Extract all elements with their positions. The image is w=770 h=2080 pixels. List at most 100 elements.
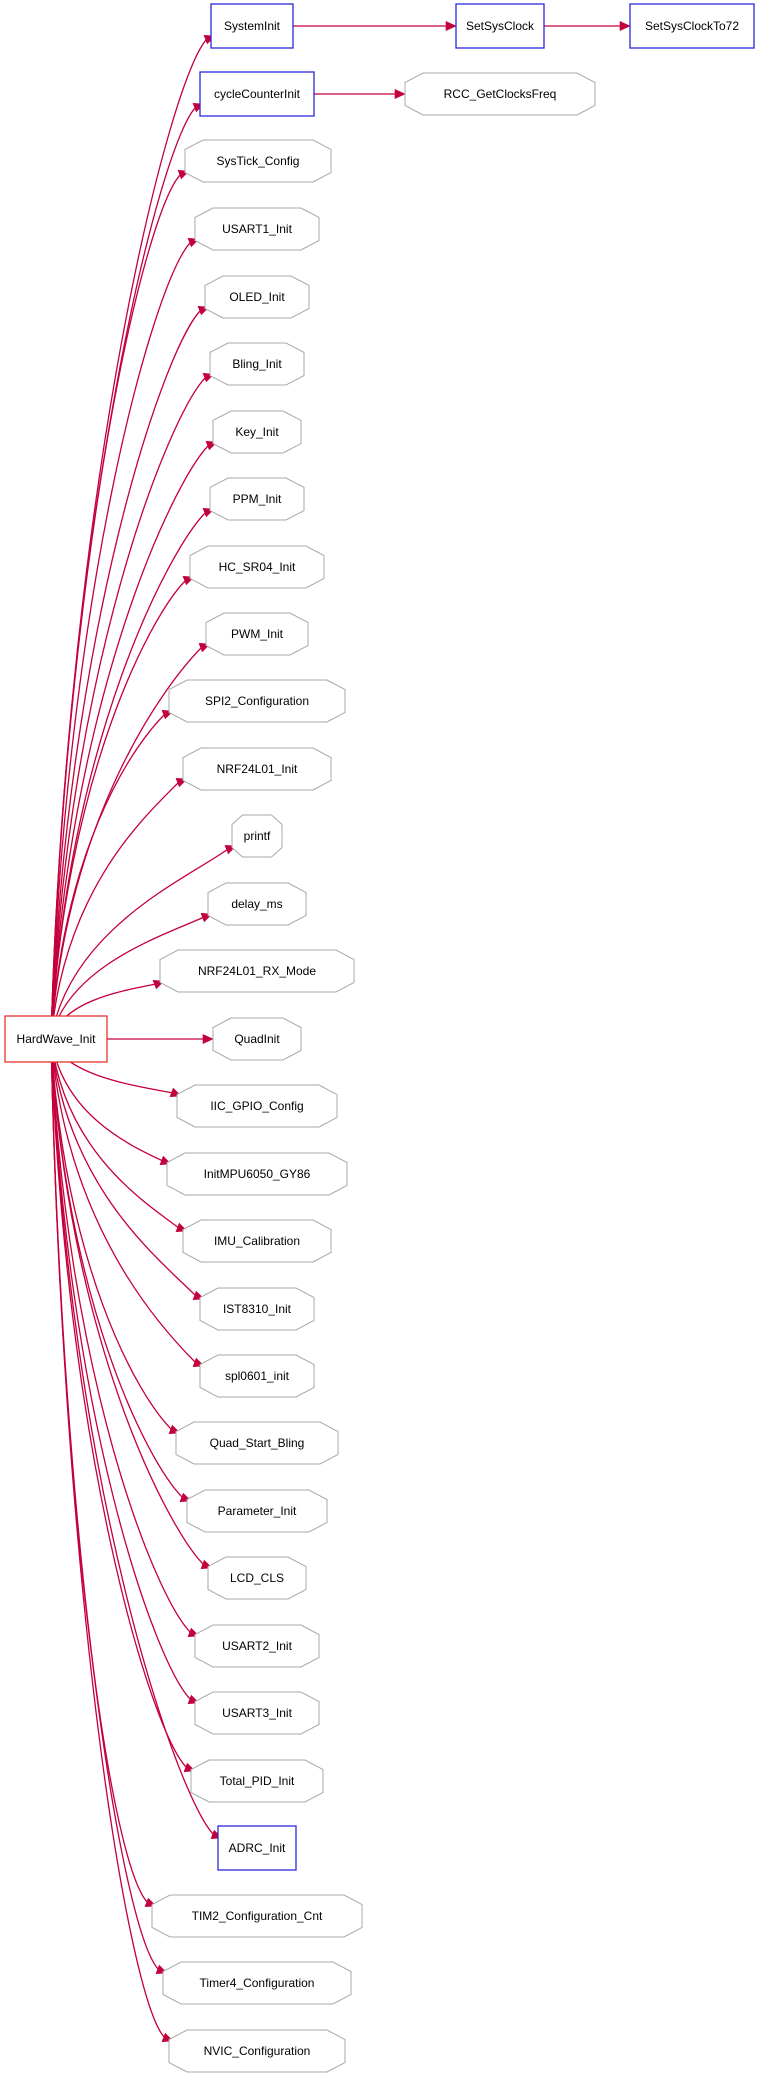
octagon-shape [176, 1084, 338, 1128]
node-label: USART2_Init [222, 1639, 292, 1653]
edge-root-n28 [50, 1038, 192, 1634]
node-label: RCC_GetClocksFreq [444, 87, 557, 101]
edge-root-n34 [50, 1038, 166, 2039]
edge-root-n13 [50, 646, 203, 1040]
node-usart2-init: USART2_Init [194, 1624, 320, 1668]
node-label: IIC_GPIO_Config [210, 1099, 303, 1113]
node-label: Parameter_Init [218, 1504, 297, 1518]
node-bling-init: Bling_Init [209, 342, 305, 386]
node-label: IMU_Calibration [214, 1234, 300, 1248]
edge-root-n23 [50, 1038, 197, 1297]
node-label: cycleCounterInit [214, 87, 301, 101]
node-label: OLED_Init [229, 290, 285, 304]
edge-root-n25 [50, 1038, 173, 1431]
node-spi2-configuration: SPI2_Configuration [168, 679, 346, 723]
node-label: USART3_Init [222, 1706, 292, 1720]
node-ist8310-init: IST8310_Init [199, 1287, 315, 1331]
edge-root-n31 [50, 1038, 215, 1836]
node-hc-sr04-init: HC_SR04_Init [189, 545, 325, 589]
node-label: IST8310_Init [223, 1302, 292, 1316]
node-systeminit[interactable]: SystemInit [210, 3, 294, 49]
edge-root-n27 [50, 1038, 205, 1566]
node-label: ADRC_Init [229, 1841, 286, 1855]
node-nrf24l01-init: NRF24L01_Init [182, 747, 332, 791]
node-hardwave-init[interactable]: HardWave_Init [4, 1015, 108, 1063]
octagon-shape [231, 814, 283, 858]
node-label: HardWave_Init [17, 1032, 97, 1046]
box-shape [199, 71, 315, 117]
edge-root-n1 [50, 38, 208, 1040]
node-timer4-configuration: Timer4_Configuration [162, 1961, 352, 2005]
node-label: Timer4_Configuration [200, 1976, 315, 1990]
edge-root-n33 [50, 1038, 160, 1971]
node-tim2-configuration-cnt: TIM2_Configuration_Cnt [151, 1894, 363, 1938]
arrowhead-root-n19 [202, 1034, 214, 1044]
octagon-shape [194, 1691, 320, 1735]
octagon-shape [162, 1961, 352, 2005]
edge-root-n8 [50, 309, 202, 1040]
node-label: SetSysClock [466, 19, 535, 33]
octagon-shape [199, 1287, 315, 1331]
octagon-shape [182, 1219, 332, 1263]
node-quad-start-bling: Quad_Start_Bling [175, 1421, 339, 1465]
node-setsysclockto72[interactable]: SetSysClockTo72 [629, 3, 755, 49]
node-label: InitMPU6050_GY86 [204, 1167, 311, 1181]
octagon-shape [175, 1421, 339, 1465]
node-spl0601-init: spl0601_init [199, 1354, 315, 1398]
node-key-init: Key_Init [212, 410, 302, 454]
octagon-shape [184, 139, 332, 183]
edge-root-n15 [50, 781, 180, 1040]
node-total-pid-init: Total_PID_Init [190, 1759, 324, 1803]
octagon-shape [404, 72, 596, 116]
arrowhead-n4-n5 [394, 89, 406, 99]
edge-root-n6 [50, 173, 182, 1040]
octagon-shape [190, 1759, 324, 1803]
node-setsysclock[interactable]: SetSysClock [455, 3, 545, 49]
edge-root-n22 [50, 1038, 180, 1229]
octagon-shape [194, 207, 320, 251]
node-label: PPM_Init [233, 492, 282, 506]
octagon-shape [209, 477, 305, 521]
octagon-shape [207, 1556, 307, 1600]
node-imu-calibration: IMU_Calibration [182, 1219, 332, 1263]
octagon-shape [168, 679, 346, 723]
nodes-layer: HardWave_Init SystemInit SetSysClock SetSys… [4, 3, 755, 2073]
node-usart3-init: USART3_Init [194, 1691, 320, 1735]
node-nvic-configuration: NVIC_Configuration [168, 2029, 346, 2073]
box-shape [210, 3, 294, 49]
node-label: SysTick_Config [217, 154, 300, 168]
edge-root-n10 [50, 444, 210, 1040]
node-quadinit: QuadInit [212, 1017, 302, 1061]
node-label: QuadInit [234, 1032, 280, 1046]
edge-root-n7 [50, 241, 192, 1040]
node-label: spl0601_init [225, 1369, 290, 1383]
node-label: Quad_Start_Bling [210, 1436, 305, 1450]
node-cyclecounterinit[interactable]: cycleCounterInit [199, 71, 315, 117]
octagon-shape [151, 1894, 363, 1938]
edge-root-n16 [50, 848, 229, 1040]
edge-root-n24 [50, 1038, 197, 1364]
octagon-shape [186, 1489, 328, 1533]
arrowhead-n2-n3 [619, 21, 631, 31]
node-printf: printf [231, 814, 283, 858]
octagon-shape [182, 747, 332, 791]
node-label: TIM2_Configuration_Cnt [192, 1909, 323, 1923]
node-label: PWM_Init [231, 627, 284, 641]
octagon-shape [209, 342, 305, 386]
octagon-shape [166, 1152, 348, 1196]
octagon-shape [207, 882, 307, 926]
node-ppm-init: PPM_Init [209, 477, 305, 521]
node-pwm-init: PWM_Init [205, 612, 309, 656]
edges-layer [50, 21, 631, 2043]
node-adrc-init[interactable]: ADRC_Init [217, 1825, 297, 1871]
octagon-shape [189, 545, 325, 589]
octagon-shape [205, 612, 309, 656]
node-label: NRF24L01_Init [217, 762, 298, 776]
box-shape [455, 3, 545, 49]
node-iic-gpio-config: IIC_GPIO_Config [176, 1084, 338, 1128]
node-lcd-cls: LCD_CLS [207, 1556, 307, 1600]
box-shape [4, 1015, 108, 1063]
arrowhead-n1-n2 [445, 21, 457, 31]
octagon-shape [194, 1624, 320, 1668]
node-label: Key_Init [235, 425, 279, 439]
